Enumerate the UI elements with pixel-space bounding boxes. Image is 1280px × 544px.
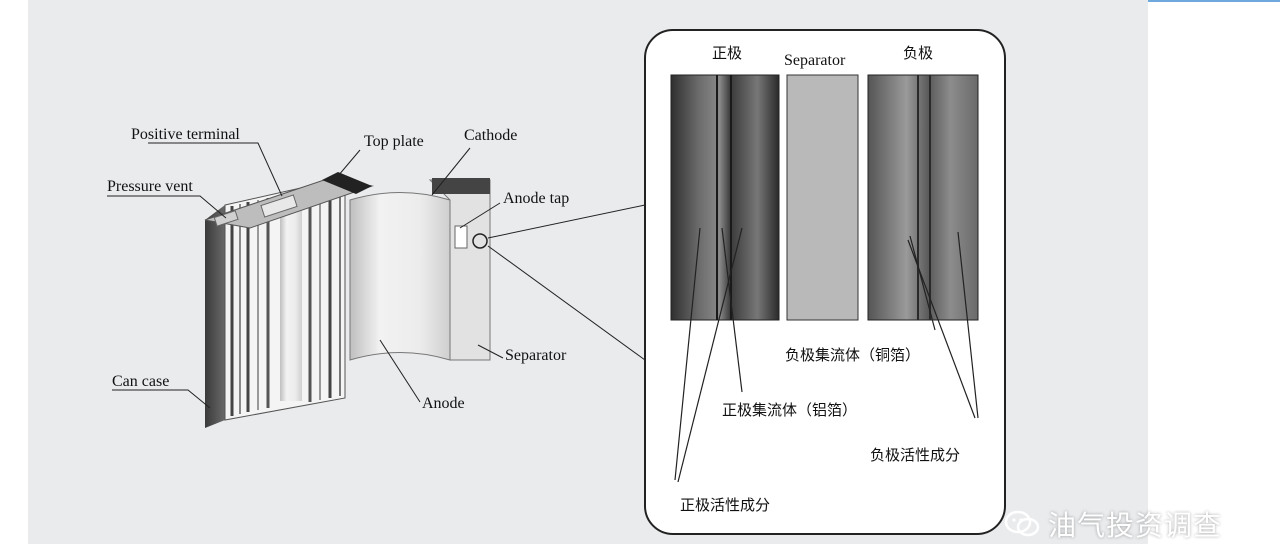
positive-terminal-shape — [260, 194, 298, 218]
can-case-side — [205, 205, 225, 428]
label-pressure-vent: Pressure vent — [107, 178, 193, 195]
callout-positive-active: 正极活性成分 — [680, 496, 770, 514]
electrode-roll — [349, 192, 451, 361]
battery-cell-illustration — [204, 172, 491, 428]
anode-tab-shape — [454, 225, 468, 249]
callout-positive-collector: 正极集流体（铝箔） — [722, 401, 857, 419]
header-separator: Separator — [784, 52, 846, 69]
wechat-icon — [1004, 510, 1040, 537]
header-negative: 负极 — [903, 44, 933, 62]
label-can-case: Can case — [112, 373, 169, 390]
watermark-text: 油气投资调查 — [1048, 509, 1223, 542]
label-separator: Separator — [505, 347, 567, 364]
top-plate-dark — [322, 172, 372, 194]
callout-negative-active: 负极活性成分 — [870, 446, 960, 464]
label-anode: Anode — [422, 395, 465, 412]
label-anode-tap: Anode tap — [503, 190, 569, 207]
zoom-circle — [472, 233, 488, 249]
label-cathode: Cathode — [464, 127, 517, 144]
watermark: 油气投资调查 — [1004, 504, 1274, 544]
cathode-top-dark — [432, 178, 490, 194]
callout-negative-collector: 负极集流体（铜箔） — [785, 346, 920, 364]
pressure-vent-shape — [213, 210, 239, 227]
panel-leader-lines — [674, 227, 979, 483]
label-top-plate: Top plate — [364, 133, 424, 150]
battery-leader-lines — [107, 142, 646, 409]
header-positive: 正极 — [712, 44, 742, 62]
top-accent-line — [1148, 0, 1280, 2]
label-positive-terminal: Positive terminal — [131, 126, 240, 143]
positive-electrode-layer — [670, 74, 780, 321]
separator-layer — [786, 74, 859, 321]
